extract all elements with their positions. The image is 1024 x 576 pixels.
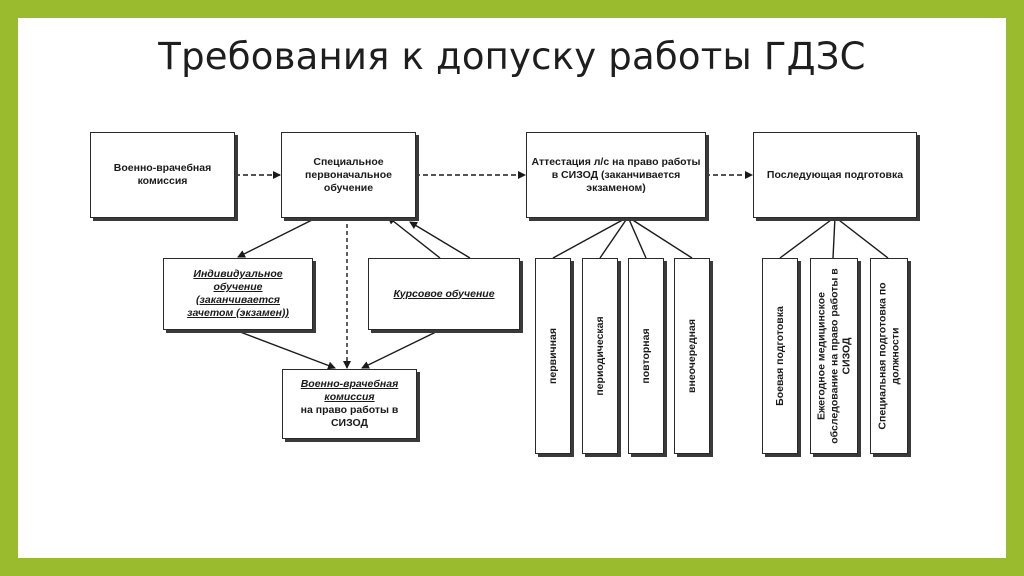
- box-special-training: Специальное первоначальное обучение: [281, 132, 416, 218]
- followup-type-medical: Ежегодное медицинское обследование на пр…: [810, 258, 858, 454]
- box-attestation-label: Аттестация л/с на право работы в СИЗОД (…: [531, 155, 701, 194]
- followup-type-combat: Боевая подготовка: [762, 258, 798, 454]
- fan-followup-2: [832, 216, 836, 259]
- box-medical-commission: Военно-врачебная комиссия: [90, 132, 235, 218]
- arrow-course-to-medical-siz: [361, 329, 441, 369]
- slide-title: Требования к допуску работы ГДЗС: [158, 35, 866, 78]
- box-followup-training-label: Последующая подготовка: [766, 168, 904, 181]
- followup-type-combat-label: Боевая подготовка: [773, 306, 786, 406]
- followup-type-special: Специальная подготовка по должности: [870, 258, 908, 454]
- fan-attestation-1: [552, 216, 629, 259]
- box-attestation: Аттестация л/с на право работы в СИЗОД (…: [526, 132, 706, 218]
- attestation-type-repeat: повторная: [628, 258, 664, 454]
- box-individual-training: Индивидуальное обучение (заканчивается з…: [163, 258, 313, 330]
- followup-type-medical-label: Ежегодное медицинское обследование на пр…: [815, 268, 853, 444]
- fan-attestation-3: [627, 216, 647, 259]
- individual-line-2: обучение: [213, 281, 263, 293]
- attestation-type-primary: первичная: [535, 258, 571, 454]
- box-course-training-label: Курсовое обучение: [393, 287, 495, 300]
- box-medical-siz: Военно-врачебная комиссия на право работ…: [282, 369, 417, 439]
- attestation-type-periodic-label: периодическая: [593, 316, 606, 396]
- medical-siz-line-3: на право работы в: [300, 404, 399, 416]
- arrow-course-to-special-1: [387, 216, 441, 259]
- arrow-individual-to-medical-siz: [234, 329, 336, 370]
- arrow-special-to-individual: [237, 216, 319, 258]
- followup-type-special-label: Специальная подготовка по должности: [876, 282, 902, 430]
- medical-siz-line-4: СИЗОД: [330, 417, 369, 429]
- medical-siz-line-1: Военно-врачебная: [300, 378, 399, 390]
- individual-line-1: Индивидуальное: [193, 268, 283, 280]
- fan-followup-1: [779, 216, 836, 259]
- box-special-training-label: Специальное первоначальное обучение: [305, 155, 392, 194]
- attestation-type-periodic: периодическая: [582, 258, 618, 454]
- fan-attestation-4: [627, 216, 693, 259]
- fan-attestation-2: [599, 216, 629, 259]
- attestation-type-extraordinary: внеочередная: [674, 258, 710, 454]
- arrow-course-to-special-2: [409, 221, 471, 259]
- fan-followup-3: [834, 216, 889, 259]
- attestation-type-repeat-label: повторная: [639, 328, 652, 384]
- box-medical-commission-label: Военно-врачебная комиссия: [113, 162, 212, 187]
- attestation-type-extraordinary-label: внеочередная: [685, 319, 698, 393]
- attestation-type-primary-label: первичная: [546, 328, 559, 384]
- box-course-training: Курсовое обучение: [368, 258, 520, 330]
- individual-line-3: (заканчивается: [196, 294, 280, 306]
- individual-line-4: зачетом (экзамен)): [187, 307, 289, 319]
- box-followup-training: Последующая подготовка: [753, 132, 917, 218]
- medical-siz-line-2: комиссия: [324, 391, 375, 403]
